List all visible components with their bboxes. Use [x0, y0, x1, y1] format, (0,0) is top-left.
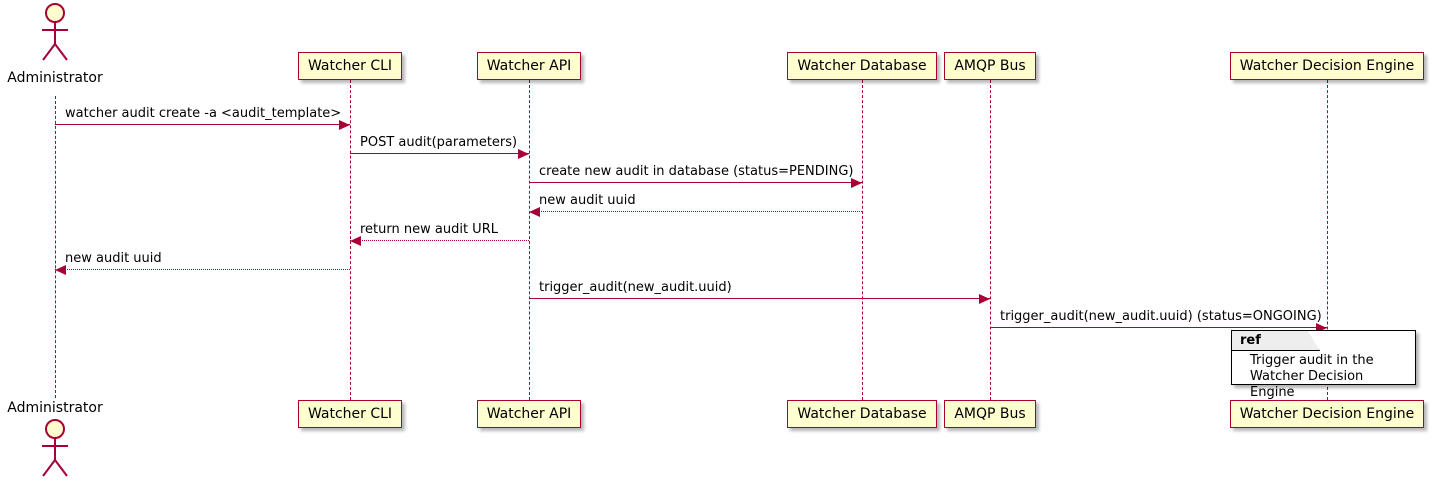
actor-label-administrator: Administrator: [7, 70, 103, 86]
arrow-head-m8: [1316, 323, 1327, 333]
arrow-head-m7: [979, 294, 990, 304]
lifeline-watcher-database: [862, 80, 863, 400]
message-label-m5: return new audit URL: [360, 222, 498, 237]
participant-watcher-decision-engine[interactable]: Watcher Decision Engine: [1229, 400, 1425, 428]
message-label-m1: watcher audit create -a <audit_template>: [65, 106, 342, 121]
actor-icon-administrator: [42, 3, 68, 61]
lifeline-watcher-decision-engine: [1327, 80, 1328, 400]
message-line-m2: [350, 153, 529, 154]
arrow-head-m5: [350, 236, 361, 246]
participant-watcher-decision-engine[interactable]: Watcher Decision Engine: [1229, 52, 1425, 80]
message-label-m8: trigger_audit(new_audit.uuid) (status=ON…: [1000, 309, 1322, 324]
ref-fragment-text: Trigger audit in the Watcher Decision En…: [1250, 353, 1374, 400]
participant-watcher-cli[interactable]: Watcher CLI: [297, 52, 403, 80]
message-line-m4: [529, 211, 862, 212]
message-line-m3: [529, 182, 862, 183]
message-label-m6: new audit uuid: [65, 251, 162, 266]
lifeline-amqp-bus: [990, 80, 991, 400]
message-line-m6: [55, 269, 350, 270]
participant-watcher-database[interactable]: Watcher Database: [787, 52, 937, 80]
ref-fragment-keyword: ref: [1232, 331, 1320, 351]
lifeline-watcher-api: [529, 80, 530, 400]
message-label-m2: POST audit(parameters): [360, 135, 518, 150]
participant-watcher-database[interactable]: Watcher Database: [787, 400, 937, 428]
participant-amqp-bus[interactable]: AMQP Bus: [944, 400, 1036, 428]
message-label-m7: trigger_audit(new_audit.uuid): [539, 280, 732, 295]
message-label-m4: new audit uuid: [539, 193, 636, 208]
message-line-m1: [55, 124, 350, 125]
arrow-head-m6: [55, 265, 66, 275]
arrow-head-m3: [851, 178, 862, 188]
message-line-m5: [350, 240, 529, 241]
message-line-m8: [990, 327, 1327, 328]
actor-label-administrator: Administrator: [7, 400, 103, 416]
participant-watcher-api[interactable]: Watcher API: [476, 400, 582, 428]
message-line-m7: [529, 298, 990, 299]
arrow-head-m4: [529, 207, 540, 217]
arrow-head-m1: [339, 120, 350, 130]
participant-amqp-bus[interactable]: AMQP Bus: [944, 52, 1036, 80]
arrow-head-m2: [518, 149, 529, 159]
actor-icon-administrator: [42, 419, 68, 477]
participant-watcher-api[interactable]: Watcher API: [476, 52, 582, 80]
message-label-m3: create new audit in database (status=PEN…: [539, 164, 854, 179]
participant-watcher-cli[interactable]: Watcher CLI: [297, 400, 403, 428]
lifeline-administrator: [55, 96, 56, 398]
